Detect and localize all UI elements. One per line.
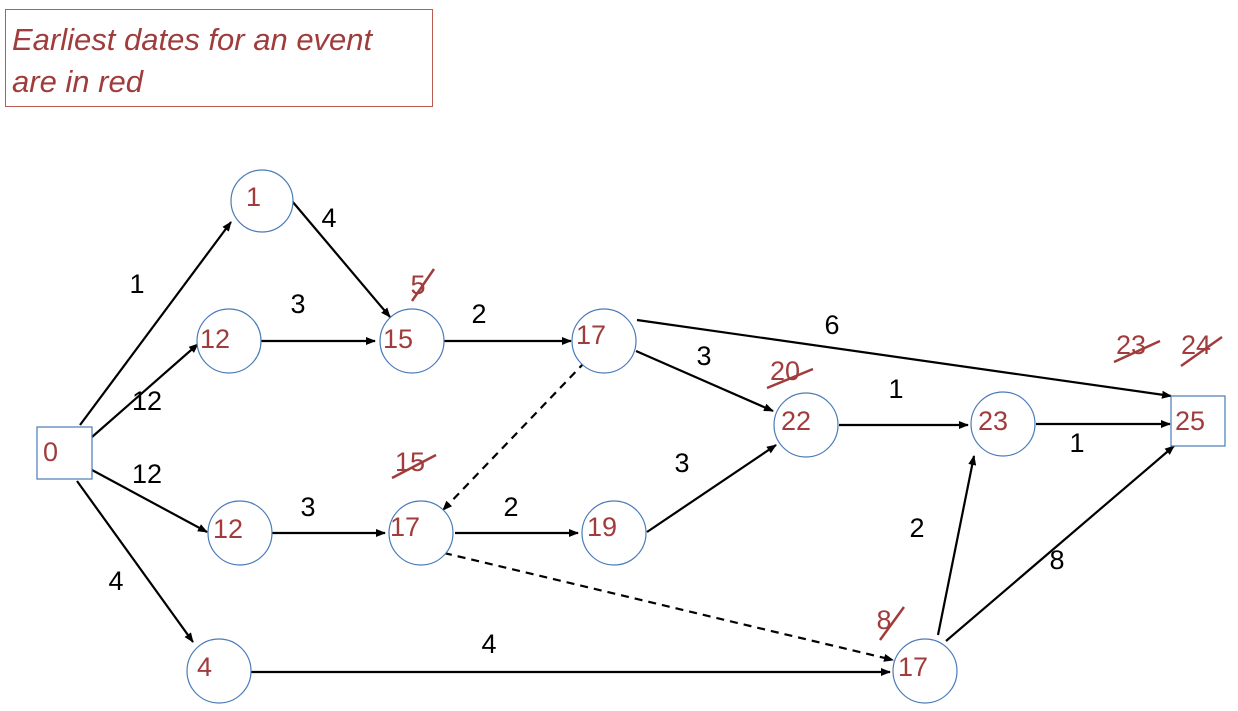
edge-0-12b [91, 469, 208, 533]
edge-label-0-1: 1 [129, 269, 144, 299]
edge-label-12b-17b: 3 [300, 492, 315, 522]
nodes: 0 1 12 15 17 22 23 25 [36, 169, 1226, 704]
edge-label-0-4: 4 [108, 566, 123, 596]
edge-17c-23 [936, 455, 977, 636]
node-start: 0 [36, 426, 93, 480]
struck-value-15-text: 5 [410, 270, 425, 300]
node-19: 19 [581, 500, 647, 566]
node-1-label: 1 [246, 182, 261, 212]
edge-label-17c-25: 8 [1049, 545, 1064, 575]
node-19-label: 19 [587, 512, 617, 542]
edge-label-17b-19: 2 [503, 492, 518, 522]
struck-value-25-first: 23 [1113, 330, 1161, 364]
edge-17c-25 [945, 445, 1175, 642]
struck-value-17-lower-text: 8 [876, 605, 891, 635]
node-17-lower: 17 [892, 638, 958, 704]
node-12-lower-label: 12 [213, 514, 243, 544]
edge-0-12a [91, 343, 199, 438]
node-4: 4 [186, 638, 252, 704]
node-17-middle-label: 17 [390, 512, 420, 542]
node-12-upper-label: 12 [200, 324, 230, 354]
edge-17a-22 [635, 349, 774, 413]
struck-value-25-second: 24 [1180, 330, 1223, 368]
edge-label-0-12a: 12 [132, 386, 162, 416]
struck-value-22: 20 [766, 356, 814, 390]
legend-note-line-1: Earliest dates for an event [12, 22, 373, 57]
node-start-label: 0 [43, 437, 58, 467]
edge-17a-17b-dashed [442, 361, 586, 511]
node-15-label: 15 [383, 324, 413, 354]
node-finish: 25 [1170, 395, 1226, 447]
node-22: 22 [773, 392, 839, 458]
node-1: 1 [230, 169, 294, 233]
struck-values: 5 20 15 8 23 24 [391, 268, 1223, 641]
node-22-label: 22 [781, 406, 811, 436]
edge-17b-17c-dashed [443, 551, 894, 662]
edge-label-12a-15: 3 [290, 289, 305, 319]
legend-note-line-2: are in red [12, 64, 143, 99]
node-15: 15 [379, 308, 445, 374]
edges [76, 200, 1175, 676]
edge-label-23-25: 1 [1069, 428, 1084, 458]
edge-labels: 1 12 12 4 4 3 2 6 3 1 1 3 2 3 4 2 8 [108, 203, 1084, 659]
edge-label-19-22: 3 [674, 448, 689, 478]
node-17-middle: 17 [388, 500, 454, 566]
edge-label-17a-22: 3 [696, 341, 711, 371]
edge-17a-25 [636, 318, 1172, 399]
node-finish-label: 25 [1175, 406, 1205, 436]
node-17-upper: 17 [571, 308, 637, 374]
edge-19-22 [646, 444, 777, 533]
edge-label-1-15: 4 [321, 203, 336, 233]
edge-0-4 [76, 480, 194, 643]
node-12-upper: 12 [196, 308, 262, 374]
node-12-lower: 12 [207, 500, 273, 566]
edge-1-15 [291, 200, 391, 318]
struck-value-15: 5 [410, 268, 436, 302]
struck-value-17-middle: 15 [391, 447, 437, 480]
edge-label-4-17c: 4 [481, 629, 496, 659]
legend-note: Earliest dates for an event are in red [5, 9, 433, 107]
edge-label-22-23: 1 [888, 374, 903, 404]
struck-value-17-lower: 8 [876, 605, 906, 641]
edge-label-17a-25: 6 [824, 310, 839, 340]
node-17-upper-label: 17 [576, 320, 606, 350]
node-23-label: 23 [978, 406, 1008, 436]
node-23: 23 [970, 391, 1036, 457]
struck-value-25-first-text: 23 [1116, 330, 1146, 360]
node-4-label: 4 [197, 652, 212, 682]
edge-label-0-12b: 12 [132, 459, 162, 489]
edge-label-17c-23: 2 [909, 513, 924, 543]
node-17-lower-label: 17 [898, 652, 928, 682]
edge-label-15-17a: 2 [471, 299, 486, 329]
edge-0-1 [79, 221, 232, 426]
